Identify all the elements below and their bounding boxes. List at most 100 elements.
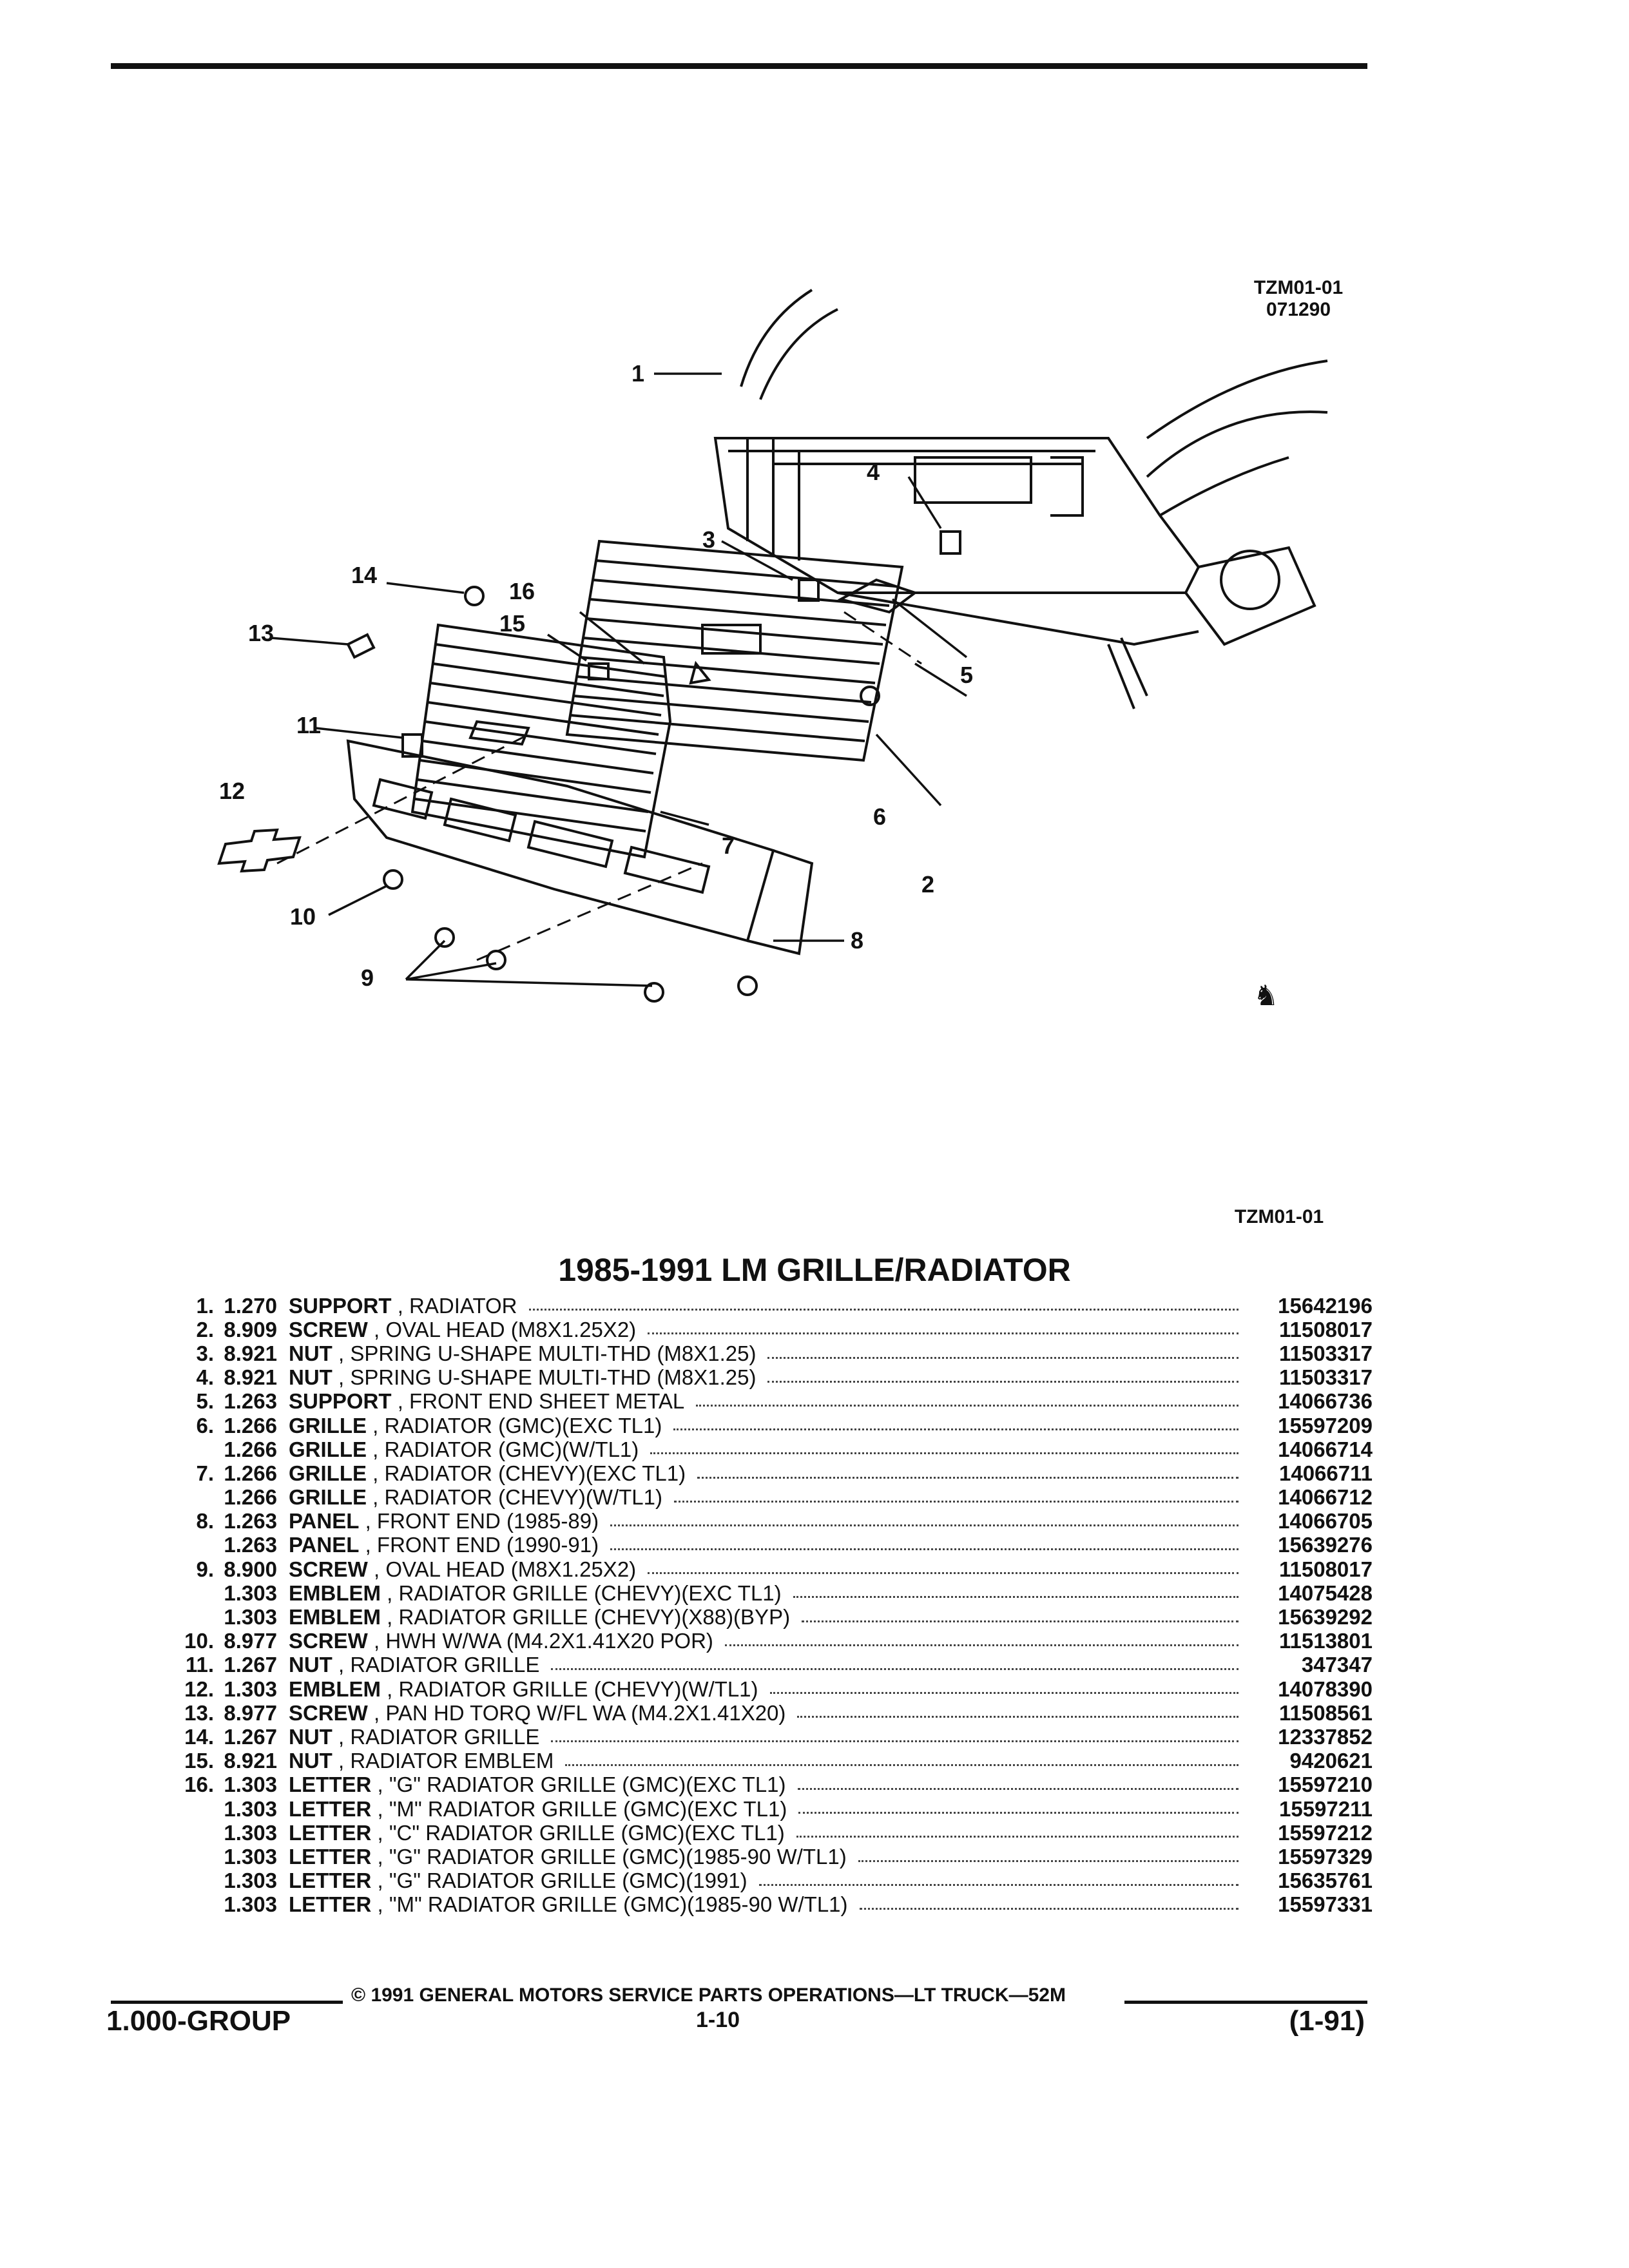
- part-number: 11503317: [1278, 1365, 1373, 1390]
- part-detail: , OVAL HEAD (M8X1.25X2): [367, 1317, 637, 1341]
- part-detail: , RADIATOR EMBLEM: [332, 1749, 554, 1773]
- catalog-group: 8.977: [224, 1700, 277, 1725]
- svg-text:8: 8: [851, 927, 863, 954]
- catalog-group: 8.921: [224, 1341, 277, 1365]
- figure-code-bottom: TZM01-01: [1234, 1206, 1324, 1227]
- part-name: GRILLE: [289, 1461, 367, 1485]
- svg-text:14: 14: [351, 562, 377, 588]
- part-name: LETTER: [289, 1820, 372, 1845]
- part-number: 15597211: [1278, 1796, 1373, 1821]
- figure-date: 071290: [1266, 299, 1331, 320]
- dot-leader: [767, 1380, 1239, 1383]
- dot-leader: [696, 1404, 1239, 1407]
- dot-leader: [769, 1692, 1239, 1695]
- dot-leader: [650, 1452, 1239, 1455]
- part-name: NUT: [289, 1341, 333, 1365]
- figure-code-block: TZM01-01 071290: [1228, 277, 1369, 321]
- footer-rule-right: [1124, 2001, 1367, 2004]
- dot-leader: [767, 1356, 1239, 1359]
- part-number: 11508017: [1278, 1557, 1373, 1581]
- part-detail: , RADIATOR GRILLE: [332, 1724, 540, 1749]
- part-detail: , FRONT END SHEET METAL: [391, 1389, 685, 1414]
- part-detail: , RADIATOR (GMC)(EXC TL1): [367, 1413, 662, 1437]
- item-number: 15.: [184, 1749, 214, 1773]
- front-end-panel-illustration: [346, 739, 814, 956]
- chevy-emblem-illustration: [217, 828, 302, 873]
- catalog-group: 1.303: [224, 1820, 277, 1845]
- dot-leader: [797, 1716, 1239, 1718]
- catalog-group: 1.303: [224, 1844, 277, 1869]
- part-detail: , RADIATOR GRILLE (CHEVY)(EXC TL1): [381, 1581, 782, 1605]
- dot-leader: [798, 1812, 1239, 1814]
- catalog-group: 1.303: [224, 1581, 277, 1605]
- catalog-group: 8.900: [224, 1557, 277, 1581]
- part-number: 14075428: [1278, 1581, 1373, 1605]
- part-name: EMBLEM: [289, 1605, 381, 1629]
- part-description: EMBLEM , RADIATOR GRILLE (CHEVY)(EXC TL1…: [289, 1581, 782, 1606]
- dot-leader: [793, 1596, 1239, 1599]
- part-number: 12337852: [1278, 1724, 1373, 1749]
- catalog-group: 1.270: [224, 1293, 277, 1318]
- part-number: 14078390: [1278, 1677, 1373, 1701]
- item-number: 11.: [185, 1653, 214, 1677]
- part-name: LETTER: [289, 1796, 372, 1821]
- item-number: 7.: [196, 1461, 214, 1485]
- part-name: EMBLEM: [289, 1581, 381, 1605]
- item-number: 13.: [184, 1700, 214, 1725]
- part-number: 11503317: [1278, 1341, 1373, 1365]
- svg-text:7: 7: [722, 832, 735, 859]
- catalog-group: 1.263: [224, 1509, 277, 1533]
- revision-date: (1-91): [1289, 2005, 1365, 2037]
- item-number: 1.: [196, 1293, 214, 1318]
- part-name: EMBLEM: [289, 1677, 381, 1701]
- part-number: 15635761: [1278, 1869, 1373, 1893]
- svg-text:3: 3: [702, 526, 715, 553]
- part-number: 15639292: [1278, 1605, 1373, 1629]
- part-description: SCREW , OVAL HEAD (M8X1.25X2): [289, 1318, 636, 1342]
- chevy-grille-illustration: [410, 623, 672, 859]
- part-detail: , SPRING U-SHAPE MULTI-THD (M8X1.25): [332, 1365, 757, 1390]
- part-number: 11513801: [1278, 1629, 1373, 1653]
- part-number: 15642196: [1278, 1293, 1373, 1318]
- dot-leader: [724, 1644, 1239, 1646]
- svg-text:15: 15: [499, 610, 525, 637]
- item-number: 8.: [196, 1509, 214, 1533]
- dot-leader: [697, 1476, 1239, 1479]
- part-number: 15597329: [1278, 1844, 1373, 1869]
- svg-text:16: 16: [509, 578, 535, 604]
- part-detail: , "M" RADIATOR GRILLE (GMC)(EXC TL1): [371, 1796, 787, 1821]
- parts-row: 1.303 EMBLEM , RADIATOR GRILLE (CHEVY)(EX…: [155, 1581, 1373, 1605]
- part-number: 11508561: [1278, 1700, 1373, 1725]
- dot-leader: [758, 1883, 1239, 1886]
- item-number: 9.: [196, 1557, 214, 1581]
- part-description: GRILLE , RADIATOR (CHEVY)(W/TL1): [289, 1485, 662, 1510]
- item-number: 6.: [196, 1413, 214, 1437]
- part-number: 9420621: [1289, 1749, 1373, 1773]
- part-description: GRILLE , RADIATOR (CHEVY)(EXC TL1): [289, 1461, 686, 1486]
- part-name: GRILLE: [289, 1413, 367, 1437]
- item-number: 5.: [196, 1389, 214, 1414]
- part-description: NUT , RADIATOR GRILLE: [289, 1725, 539, 1749]
- item-number: 16.: [184, 1773, 214, 1797]
- part-name: SUPPORT: [289, 1293, 392, 1318]
- part-name: NUT: [289, 1724, 333, 1749]
- part-name: SCREW: [289, 1629, 368, 1653]
- page-number: 1-10: [696, 2008, 740, 2032]
- dot-leader: [858, 1860, 1239, 1862]
- section-title: 1985-1991 LM GRILLE/RADIATOR: [558, 1252, 1071, 1288]
- catalog-group: 1.303: [224, 1605, 277, 1629]
- part-number: 15597212: [1278, 1820, 1373, 1845]
- part-description: SCREW , HWH W/WA (M4.2X1.41X20 POR): [289, 1629, 713, 1653]
- catalog-group: 1.266: [224, 1437, 277, 1461]
- part-detail: , OVAL HEAD (M8X1.25X2): [367, 1557, 637, 1581]
- dot-leader: [551, 1740, 1239, 1742]
- part-detail: , RADIATOR (GMC)(W/TL1): [367, 1437, 639, 1461]
- part-name: LETTER: [289, 1773, 372, 1797]
- part-detail: , "M" RADIATOR GRILLE (GMC)(1985-90 W/TL…: [371, 1892, 848, 1917]
